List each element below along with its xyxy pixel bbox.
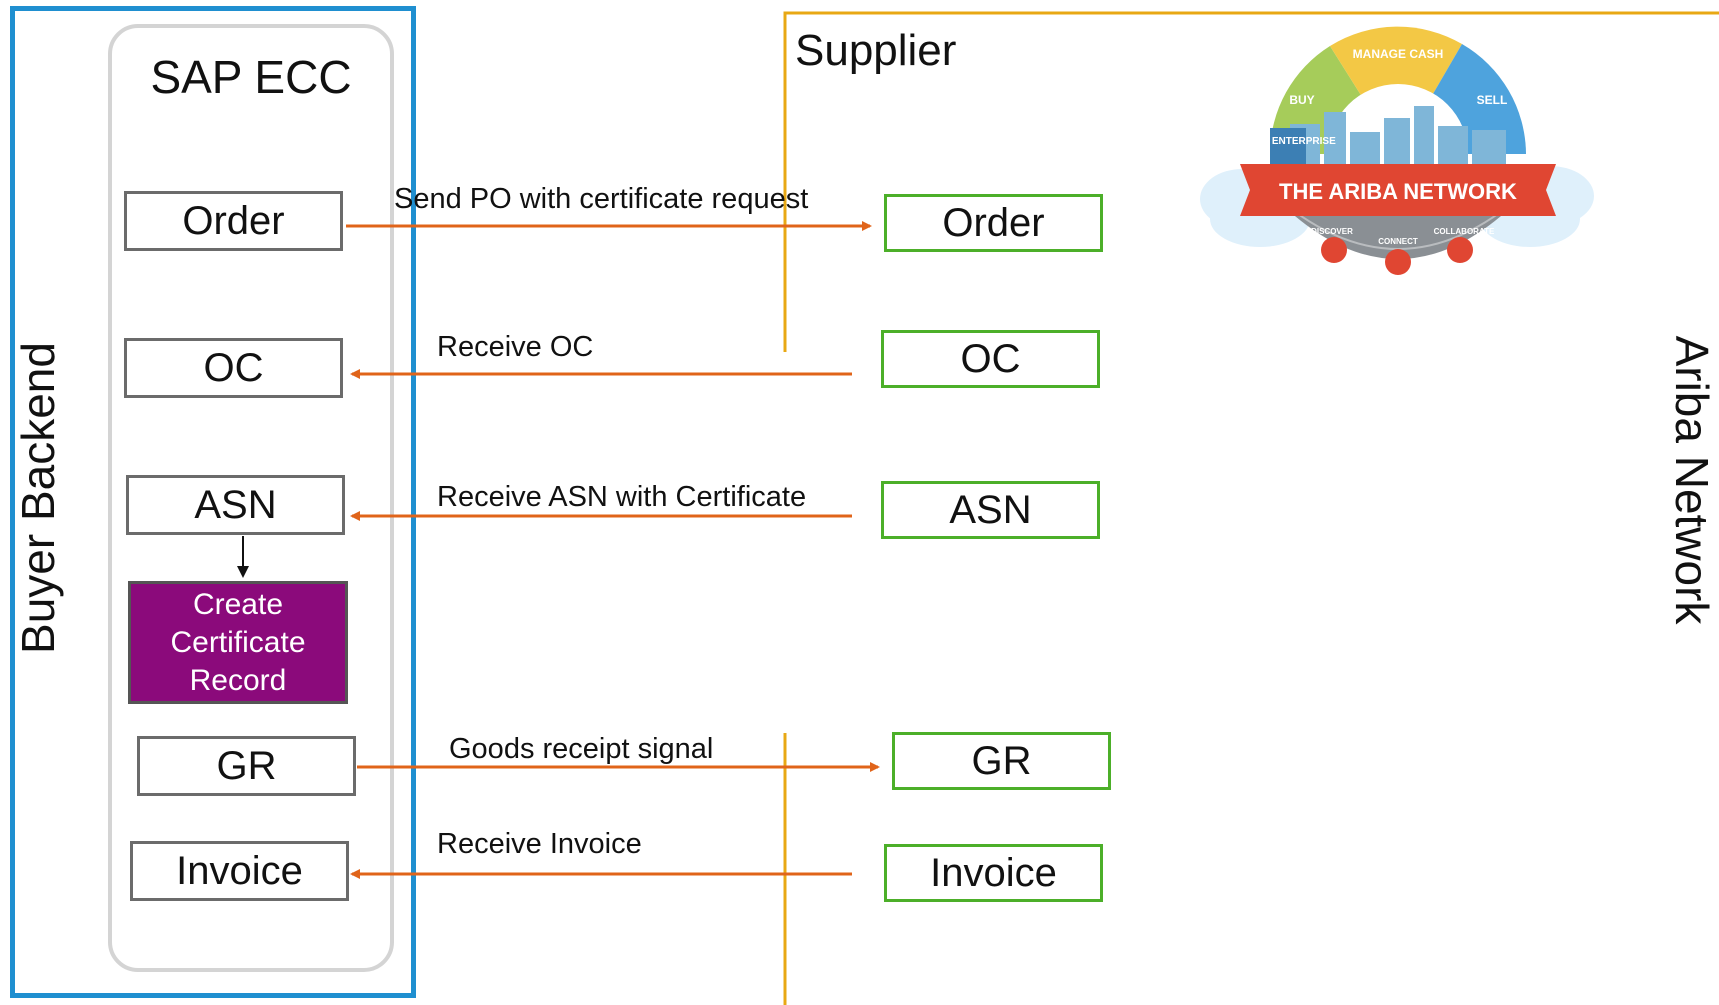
logo-connect-label: CONNECT (1378, 237, 1418, 246)
supplier-invoice-label: Invoice (930, 850, 1057, 895)
buyer-asn-box: ASN (126, 475, 345, 535)
logo-buy-label: BUY (1289, 93, 1314, 107)
logo-sell-label: SELL (1477, 93, 1508, 107)
supplier-gr-label: GR (971, 738, 1032, 783)
asn-message-label: Receive ASN with Certificate (437, 481, 807, 513)
discover-icon (1321, 237, 1347, 263)
gr-message-label: Goods receipt signal (449, 733, 714, 765)
oc-message-label: Receive OC (437, 331, 594, 363)
supplier-boundary-top (783, 11, 1719, 352)
buyer-gr-box: GR (137, 736, 356, 796)
supplier-label: Supplier (795, 26, 957, 75)
order-message-label: Send PO with certificate request (394, 183, 809, 215)
buyer-order-box: Order (124, 191, 343, 251)
logo-collaborate-label: COLLABORATE (1434, 227, 1495, 236)
buyer-gr-label: GR (216, 743, 277, 788)
buyer-order-label: Order (182, 198, 285, 243)
supplier-asn-label: ASN (949, 487, 1032, 532)
ariba-network-logo: YOUR ENTERPRISE THE ARIBA NETWORK BUY MA… (1200, 26, 1594, 275)
invoice-message-label: Receive Invoice (437, 828, 642, 860)
buyer-invoice-box: Invoice (130, 841, 349, 901)
certificate-line-1: Create (192, 587, 284, 621)
connect-icon (1385, 249, 1411, 275)
create-certificate-record-box: Create Certificate Record (128, 581, 348, 704)
buyer-asn-label: ASN (194, 482, 277, 527)
buyer-backend-lane (10, 6, 416, 998)
logo-building-label: YOUR ENTERPRISE (1240, 136, 1336, 147)
buyer-oc-box: OC (124, 338, 343, 398)
supplier-order-label: Order (942, 200, 1045, 245)
supplier-invoice-box: Invoice (884, 844, 1103, 902)
supplier-asn-box: ASN (881, 481, 1100, 539)
certificate-line-2: Certificate (170, 625, 306, 659)
certificate-line-3: Record (189, 663, 287, 697)
buyer-oc-label: OC (203, 345, 264, 390)
supplier-gr-box: GR (892, 732, 1111, 790)
buyer-invoice-label: Invoice (176, 848, 303, 893)
logo-banner-text: THE ARIBA NETWORK (1279, 179, 1517, 204)
collaborate-icon (1447, 237, 1473, 263)
supplier-oc-box: OC (881, 330, 1100, 388)
supplier-order-box: Order (884, 194, 1103, 252)
sap-ecc-title: SAP ECC (150, 51, 352, 103)
logo-discover-label: DISCOVER (1311, 227, 1353, 236)
logo-manage-cash-label: MANAGE CASH (1353, 47, 1444, 61)
supplier-oc-label: OC (960, 336, 1021, 381)
